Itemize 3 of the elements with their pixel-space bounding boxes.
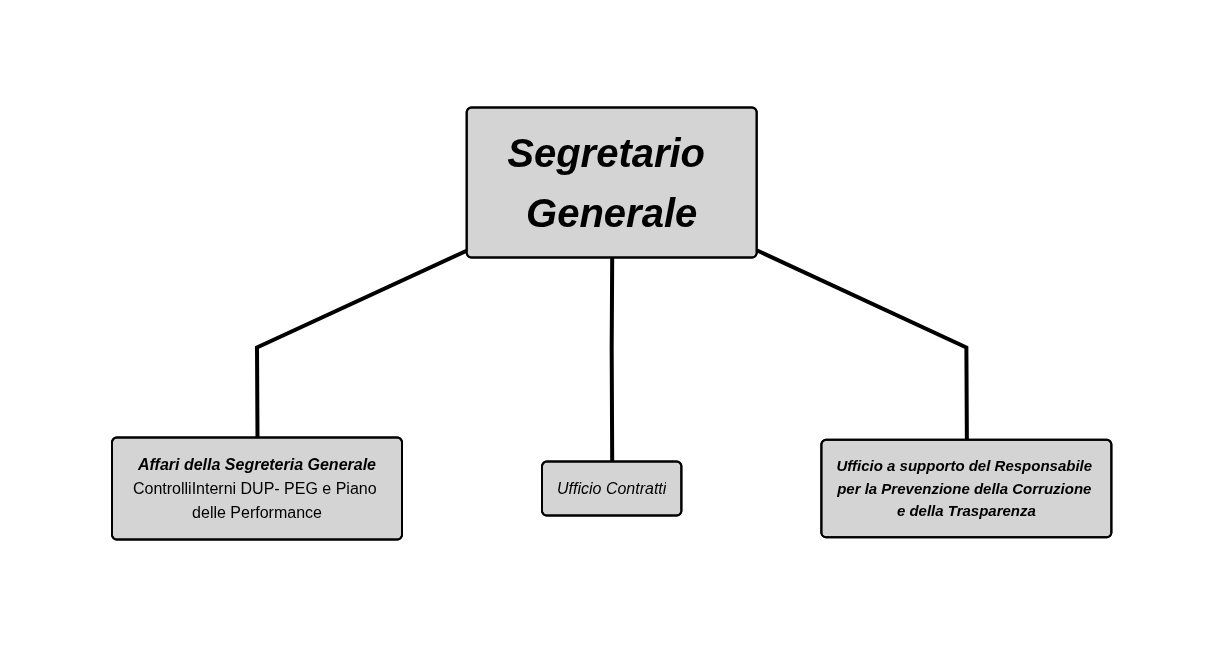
connector <box>609 258 614 462</box>
connector <box>254 248 468 438</box>
connector <box>756 248 969 441</box>
